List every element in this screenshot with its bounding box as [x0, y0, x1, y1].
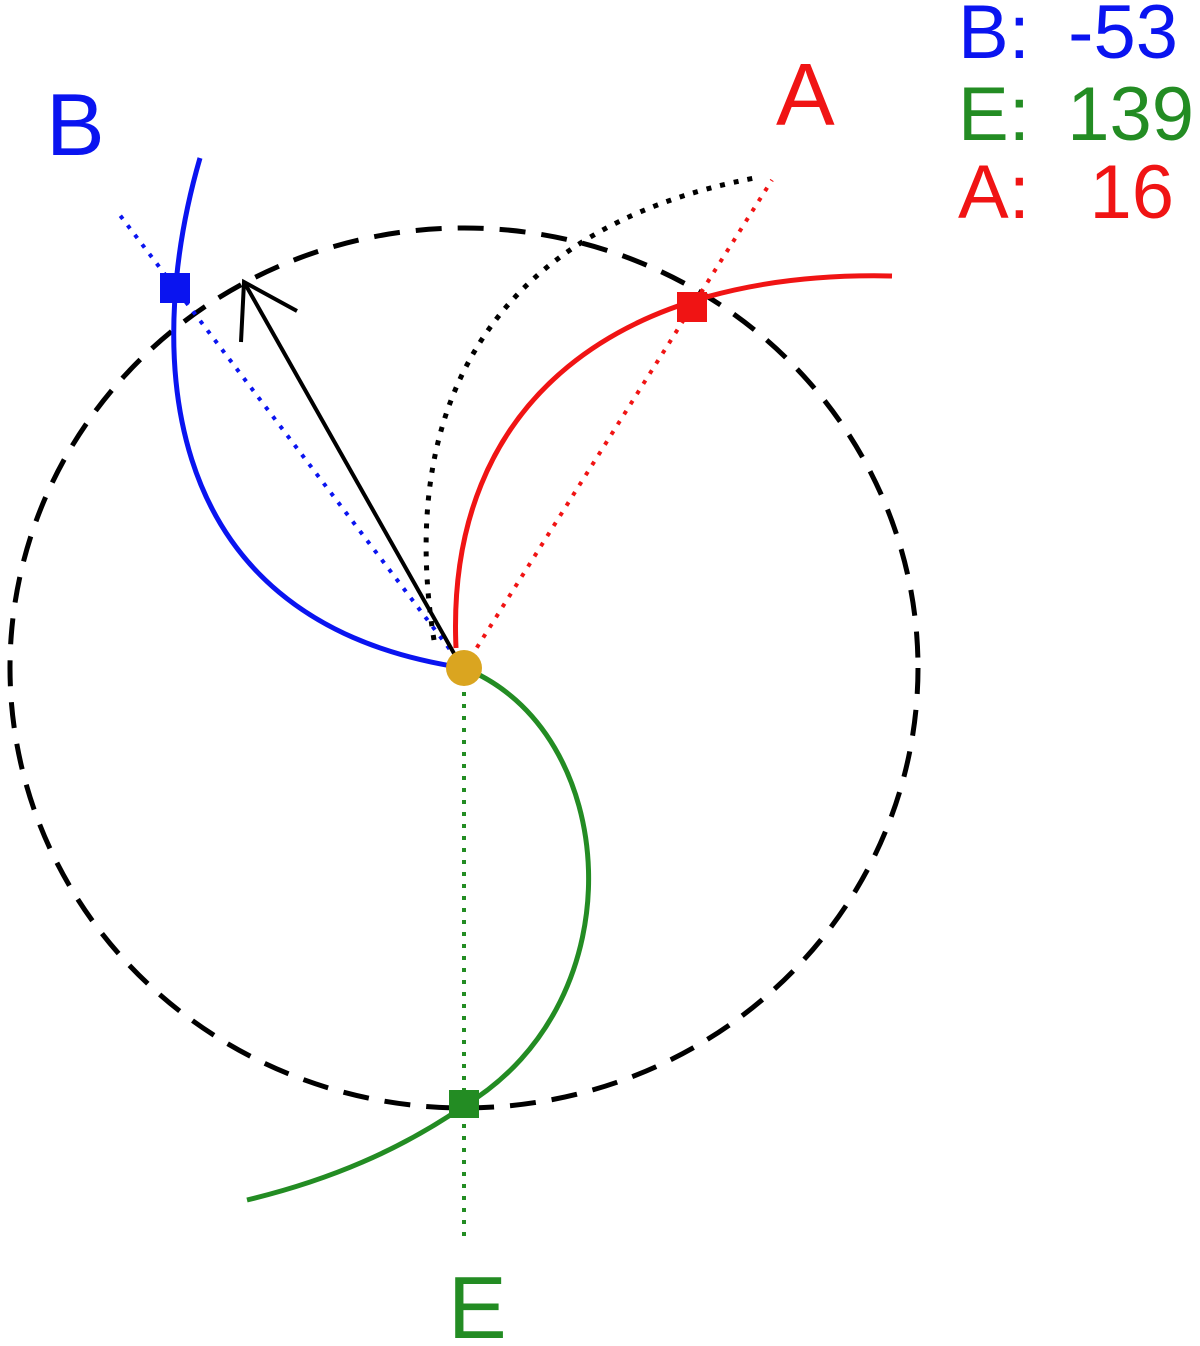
arrow-head [239, 278, 298, 343]
legend-a-value: 16 [1089, 150, 1174, 235]
a-dotted-guide [462, 178, 774, 670]
a-curve [453, 273, 893, 649]
dashed-ellipse [7, 225, 921, 1111]
black-dotted-arc [423, 174, 761, 641]
a-marker [677, 292, 707, 322]
b-marker [160, 273, 190, 303]
center-point [446, 650, 482, 686]
legend: B: -53 E: 139 A: 16 [958, 0, 1194, 235]
arrow-shaft [242, 281, 462, 665]
b-label: B [46, 75, 105, 174]
a-label: A [776, 45, 835, 144]
e-marker [449, 1090, 479, 1118]
e-label: E [448, 1258, 507, 1346]
b-curve [171, 157, 465, 671]
legend-e-key: E: [958, 72, 1030, 157]
legend-e-value: 139 [1067, 72, 1194, 157]
e-curve [246, 665, 591, 1203]
legend-b-key: B: [958, 0, 1030, 75]
legend-a-key: A: [958, 150, 1030, 235]
legend-b-value: -53 [1068, 0, 1178, 75]
